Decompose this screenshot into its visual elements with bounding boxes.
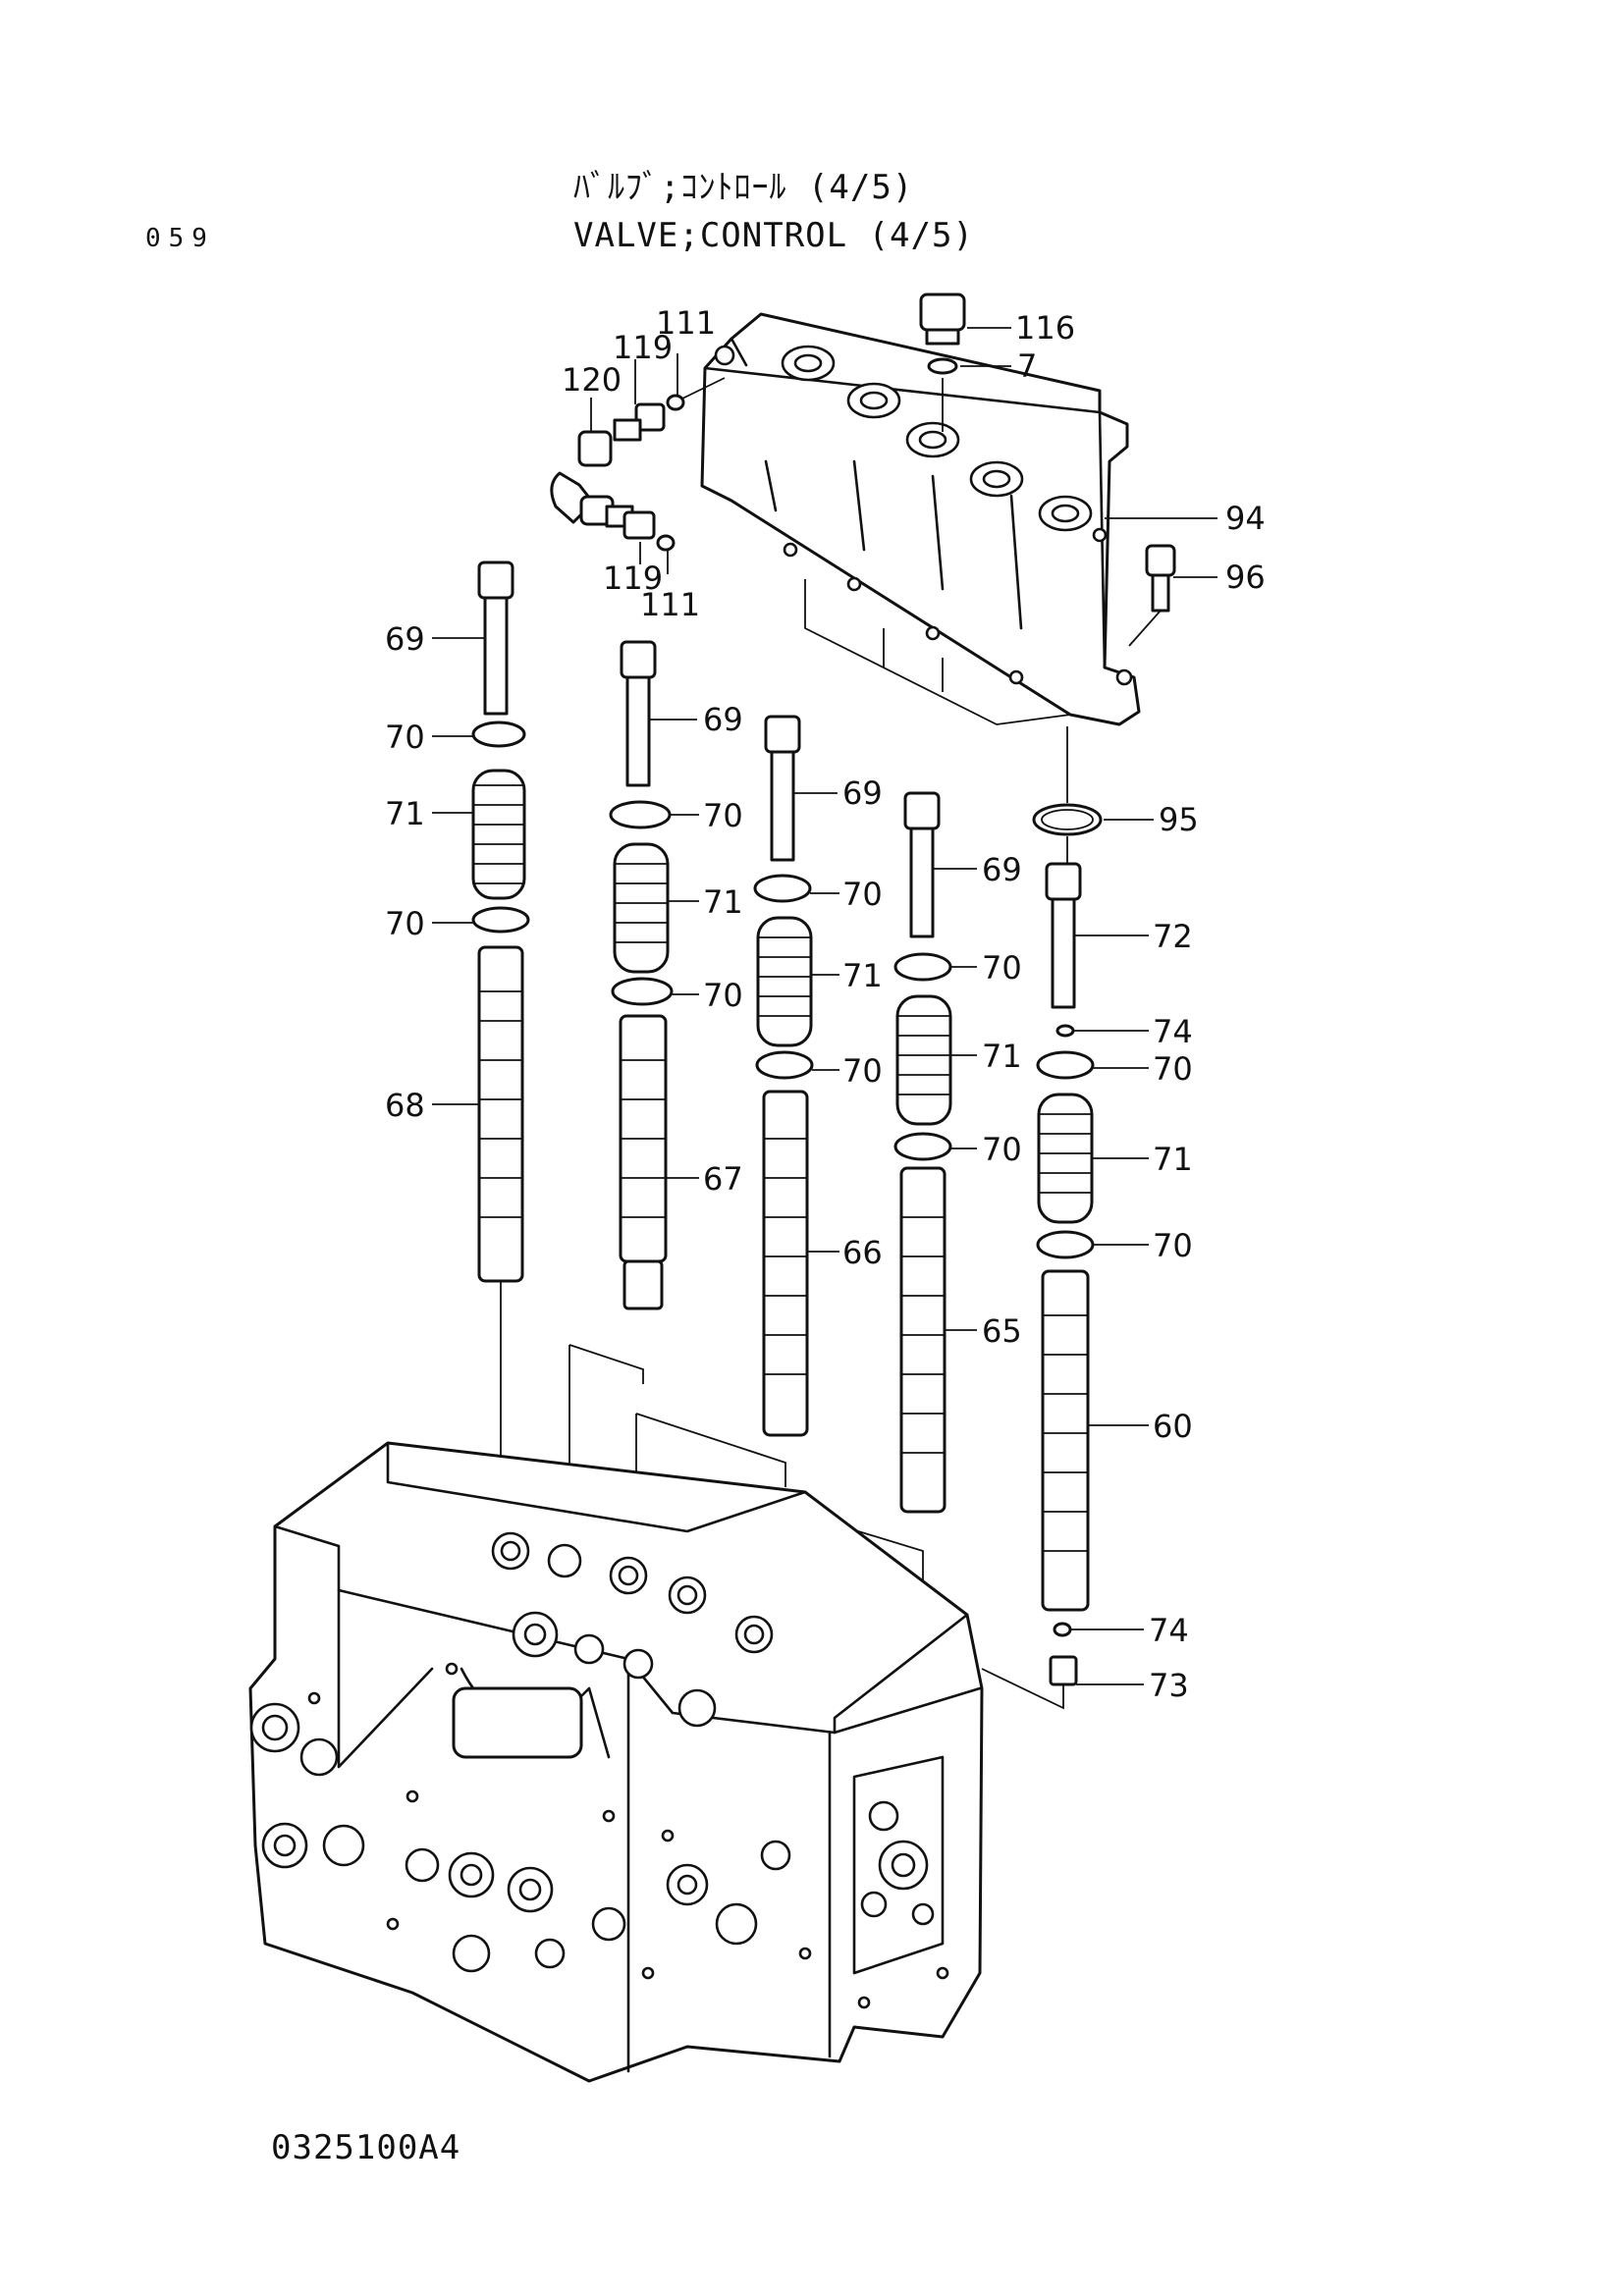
callout-96: 96 bbox=[1225, 559, 1266, 596]
callout-71-stack5: 71 bbox=[1153, 1141, 1193, 1178]
callout-70-stack3-lower: 70 bbox=[842, 1052, 883, 1090]
fittings-119-120-111 bbox=[550, 377, 726, 552]
callout-labels: 116 7 94 96 95 111 119 120 119 111 69 70… bbox=[385, 304, 1266, 1704]
callout-67: 67 bbox=[703, 1160, 743, 1198]
callout-71-stack1: 71 bbox=[385, 795, 425, 832]
callout-68: 68 bbox=[385, 1087, 425, 1124]
callout-70-stack1-upper: 70 bbox=[385, 719, 425, 756]
callout-65: 65 bbox=[982, 1312, 1022, 1350]
spool-stack-65 bbox=[893, 791, 952, 1514]
callout-7: 7 bbox=[1017, 347, 1037, 385]
callout-70-stack4-upper: 70 bbox=[982, 949, 1022, 987]
callout-69-stack4: 69 bbox=[982, 851, 1022, 888]
page-number: 059 bbox=[145, 224, 215, 253]
callout-71-stack3: 71 bbox=[842, 957, 883, 994]
callout-66: 66 bbox=[842, 1234, 883, 1271]
plug-116 bbox=[919, 293, 966, 432]
callout-70-stack5-upper: 70 bbox=[1153, 1050, 1193, 1088]
title-japanese: ﾊﾞﾙﾌﾞ;ｺﾝﾄﾛｰﾙ (4/5) bbox=[573, 168, 914, 207]
callout-111-bottom: 111 bbox=[640, 586, 700, 623]
callout-120: 120 bbox=[562, 361, 622, 399]
o-ring-95 bbox=[1032, 726, 1103, 864]
callout-74-bottom: 74 bbox=[1149, 1612, 1189, 1649]
spool-stack-60 bbox=[981, 862, 1095, 1710]
callout-73: 73 bbox=[1149, 1667, 1189, 1704]
callout-70-stack5-lower: 70 bbox=[1153, 1227, 1193, 1264]
callout-70-stack1-lower: 70 bbox=[385, 905, 425, 942]
valve-body bbox=[248, 1441, 984, 2083]
spool-stack-68 bbox=[471, 561, 530, 1487]
cover-plate-94 bbox=[700, 312, 1141, 726]
callout-72: 72 bbox=[1153, 918, 1193, 955]
title-english: VALVE;CONTROL (4/5) bbox=[573, 216, 974, 255]
leader-lines bbox=[432, 327, 1217, 1685]
callout-116: 116 bbox=[1015, 309, 1075, 347]
callout-69-stack1: 69 bbox=[385, 620, 425, 658]
callout-70-stack2-upper: 70 bbox=[703, 797, 743, 834]
callout-119-top: 119 bbox=[613, 329, 673, 366]
callout-74-top: 74 bbox=[1153, 1013, 1193, 1050]
callout-69-stack2: 69 bbox=[703, 701, 743, 738]
callout-70-stack3-upper: 70 bbox=[842, 876, 883, 913]
callout-94: 94 bbox=[1225, 500, 1266, 537]
cap-screw-96 bbox=[1128, 544, 1176, 647]
callout-71-stack2: 71 bbox=[703, 883, 743, 921]
callout-70-stack2-lower: 70 bbox=[703, 977, 743, 1014]
callout-60: 60 bbox=[1153, 1408, 1193, 1445]
spool-stack-66 bbox=[753, 715, 814, 1437]
spool-stack-67 bbox=[609, 640, 674, 1310]
callout-111-top: 111 bbox=[656, 304, 716, 342]
callout-71-stack4: 71 bbox=[982, 1038, 1022, 1075]
callout-69-stack3: 69 bbox=[842, 774, 883, 812]
callout-95: 95 bbox=[1159, 801, 1199, 838]
callout-70-stack4-lower: 70 bbox=[982, 1131, 1022, 1168]
drawing-code: 0325100A4 bbox=[271, 2128, 461, 2167]
callout-119-bottom: 119 bbox=[603, 560, 663, 597]
